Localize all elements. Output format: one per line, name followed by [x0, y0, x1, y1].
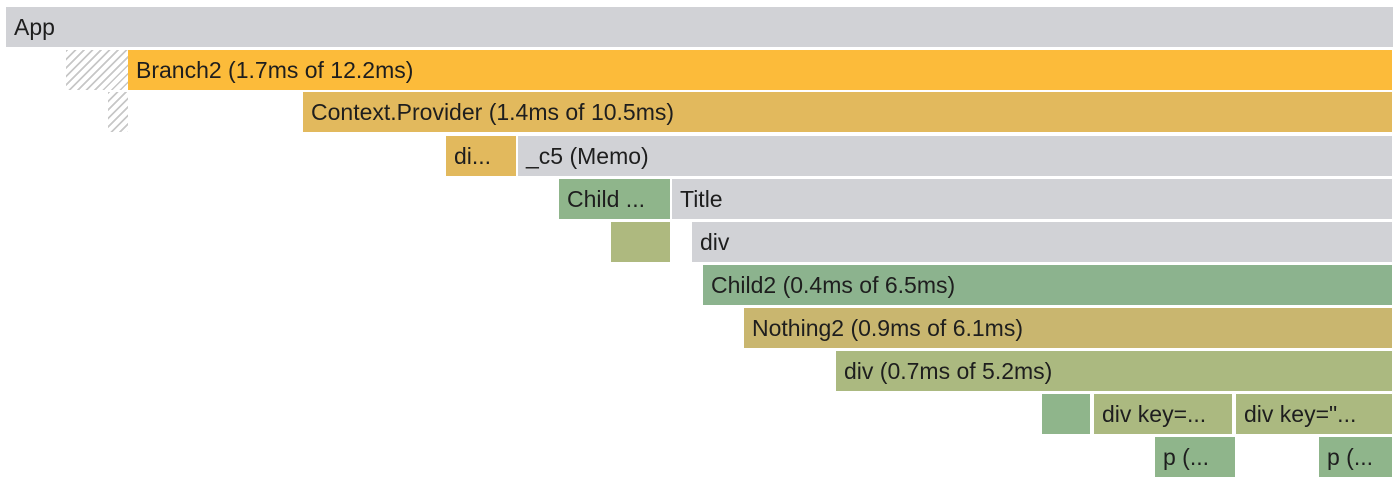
flame-bar-context-provider[interactable]: Context.Provider (1.4ms of 10.5ms) — [303, 92, 1392, 132]
flame-bar-title[interactable]: Title — [672, 179, 1392, 219]
flame-bar-p-2[interactable]: p (... — [1319, 437, 1392, 477]
flame-bar-c5-memo[interactable]: _c5 (Memo) — [518, 136, 1392, 176]
flame-bar-div-timed[interactable]: div (0.7ms of 5.2ms) — [836, 351, 1392, 391]
flame-bar-div-key-2[interactable]: div key="... — [1236, 394, 1392, 434]
flame-bar-unlabeled-green[interactable] — [1042, 394, 1090, 434]
flame-bar-app[interactable]: App — [6, 7, 1393, 47]
flame-bar-child2[interactable]: Child2 (0.4ms of 6.5ms) — [703, 265, 1392, 305]
flame-bar-div-truncated[interactable]: di... — [446, 136, 516, 176]
flame-bar-nothing2[interactable]: Nothing2 (0.9ms of 6.1ms) — [744, 308, 1392, 348]
hatch-pattern-upper — [66, 50, 128, 90]
flame-bar-child-truncated[interactable]: Child ... — [559, 179, 670, 219]
flame-bar-div[interactable]: div — [692, 222, 1392, 262]
flame-bar-branch2[interactable]: Branch2 (1.7ms of 12.2ms) — [128, 50, 1392, 90]
flame-bar-div-key-1[interactable]: div key=... — [1094, 394, 1232, 434]
hatch-pattern-lower — [108, 92, 128, 132]
flame-bar-p-1[interactable]: p (... — [1155, 437, 1235, 477]
flame-bar-child-unlabeled[interactable] — [611, 222, 670, 262]
